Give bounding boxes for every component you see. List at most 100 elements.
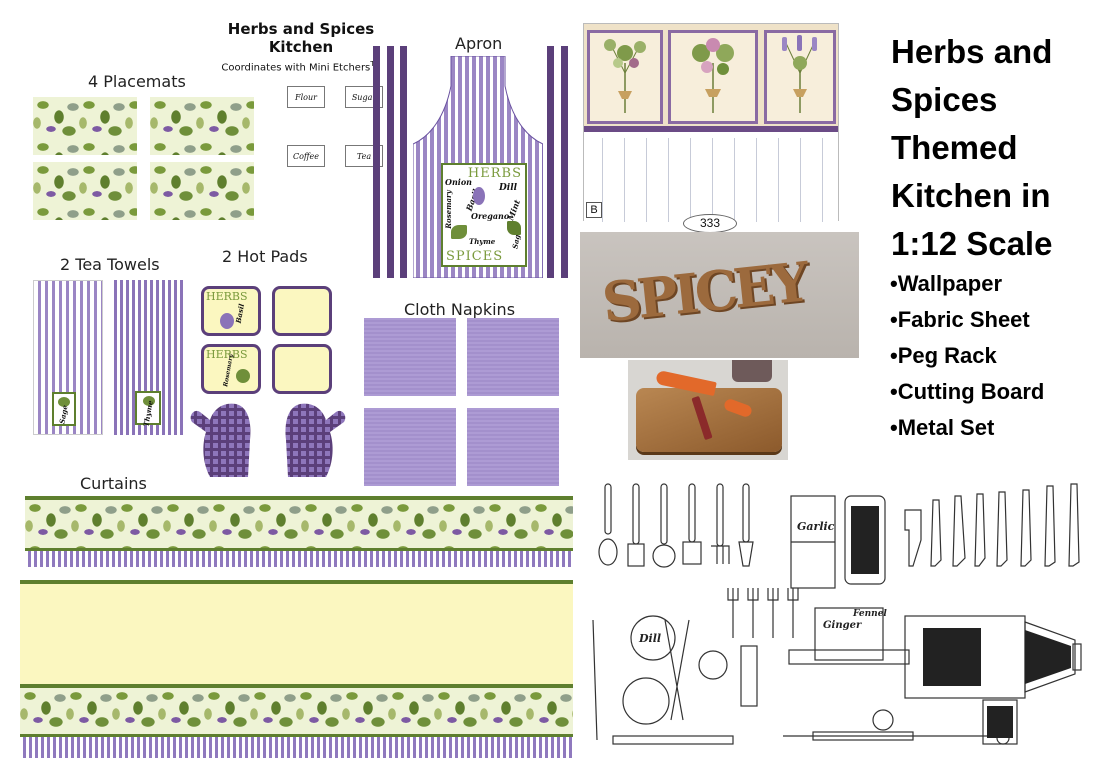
tea-towel-tag: Thyme	[135, 391, 161, 427]
curtain-stripe-band	[25, 551, 573, 567]
hot-pad-plain	[272, 286, 332, 336]
placemat	[33, 162, 137, 220]
metal-utensils-outline: Garlic Ginger Fennel	[592, 483, 1082, 745]
hot-pad-printed: HERBS Rosemary	[201, 344, 261, 394]
apron-herb-dill: Dill	[499, 183, 518, 193]
metal-set-sheet: Garlic Ginger Fennel	[583, 470, 1098, 755]
curtain-stripe-band	[20, 737, 573, 758]
placemat	[33, 97, 137, 155]
apron-herb-onion: Onion	[445, 177, 472, 187]
apron-tie	[547, 46, 554, 278]
garlic-canister-outline	[790, 495, 836, 589]
curtain-border	[25, 548, 573, 551]
apron-herb-oregano: Oregano	[471, 211, 510, 221]
wallpaper-herb-tile	[668, 30, 758, 124]
apron-tie	[373, 46, 380, 278]
apron-tie	[561, 46, 568, 278]
cutting-board-photo	[628, 360, 788, 460]
herb-leaf	[143, 396, 155, 406]
oven-mitt	[190, 403, 251, 477]
cloth-napkin	[467, 408, 559, 486]
wallpaper-herb-tile	[587, 30, 663, 124]
apron-panel-bottom-text: SPICES	[446, 249, 504, 264]
metal-label-fennel: Fennel	[852, 609, 887, 619]
grater-grid	[851, 506, 879, 574]
side-title-line: Spices	[891, 81, 998, 118]
hot-pads-label: 2 Hot Pads	[222, 247, 308, 266]
cloth-napkin	[467, 318, 559, 396]
herb-bouquet-icon	[782, 35, 817, 113]
dill-jar-outline	[630, 615, 676, 661]
curtain-border	[20, 734, 573, 737]
herb-leaf	[220, 313, 234, 329]
placemats-label: 4 Placemats	[88, 72, 186, 91]
apron-herb-rosemary: Rosemary	[443, 190, 453, 229]
feature-item: •Fabric Sheet	[890, 307, 1030, 332]
side-title-line: Themed	[891, 129, 1018, 166]
herb-leaf	[58, 397, 70, 407]
curtain-cream-band	[20, 584, 573, 684]
hot-pad-top-text: HERBS	[206, 348, 248, 361]
feature-item: •Peg Rack	[890, 343, 997, 368]
herb-bouquet-icon	[692, 38, 734, 113]
wallpaper-border-strip	[584, 24, 838, 132]
oven-mitt	[285, 403, 346, 477]
wallpaper-number-badge: 333	[683, 214, 737, 233]
hot-pad-printed: HERBS Basil	[201, 286, 261, 336]
oven-mitts	[190, 403, 346, 477]
hot-pad-herb-text: Basil	[233, 303, 247, 324]
apron-herb-leaf	[451, 225, 467, 239]
canister-label-flour: Flour	[287, 86, 325, 108]
wallpaper-vine-stripes	[584, 138, 838, 222]
placemat	[150, 162, 254, 220]
apron-tie	[387, 46, 394, 278]
canister-label-coffee: Coffee	[287, 145, 325, 167]
wallpaper-sample: B	[583, 23, 839, 222]
curtain-border	[20, 684, 573, 688]
cutting-board	[636, 388, 782, 452]
trivet-ornament	[987, 706, 1013, 738]
hot-pad-plain	[272, 344, 332, 394]
knife-set-outline	[904, 483, 1080, 567]
apron-panel-top-text: HERBS	[467, 166, 522, 181]
page-title: Herbs and Spices Kitchen	[227, 20, 375, 56]
cloth-napkin	[364, 408, 456, 486]
apron-herb-thyme: Thyme	[469, 237, 496, 246]
tea-towel: Sage	[33, 280, 103, 435]
fork-set-outline	[727, 588, 799, 638]
side-title-line: Herbs and	[891, 33, 1053, 70]
feature-item: •Wallpaper	[890, 271, 1003, 296]
curtain-herb-band	[25, 500, 573, 548]
curtain-valance	[25, 496, 573, 572]
side-title-line: Kitchen in	[891, 177, 1051, 214]
cloth-napkins-label: Cloth Napkins	[404, 300, 516, 319]
tea-towel-tag: Sage	[52, 392, 76, 426]
wallpaper-tag: B	[586, 202, 602, 218]
tea-towel-tag-text: Sage	[57, 404, 70, 425]
peg-rack-word: SPICEY	[599, 249, 809, 335]
feature-item: •Metal Set	[890, 415, 995, 440]
misc-utensils-outline	[592, 619, 1018, 745]
herb-leaf	[236, 369, 250, 383]
peg-rack-photo: SPICEY	[580, 232, 859, 358]
curtain-border	[20, 580, 573, 584]
spice-rack-outline	[788, 607, 910, 665]
feature-item: •Cutting Board	[890, 379, 1045, 404]
metal-label-garlic: Garlic	[797, 520, 835, 533]
hot-pad-top-text: HERBS	[206, 290, 248, 303]
grater-outline	[844, 495, 886, 585]
placemat	[150, 97, 254, 155]
cloth-napkin	[364, 318, 456, 396]
tea-towel: Thyme	[111, 280, 183, 435]
herb-bouquet-icon	[604, 39, 646, 113]
curtains-label: Curtains	[80, 474, 147, 493]
side-title-line: 1:12 Scale	[891, 225, 1053, 262]
metal-label-dill: Dill	[638, 632, 661, 645]
apron-herb-leaf	[473, 187, 485, 205]
curtain-herb-band	[20, 688, 573, 734]
apron-tie	[400, 46, 407, 278]
apron-label: Apron	[455, 34, 503, 53]
metal-label-ginger: Ginger	[823, 620, 862, 631]
apron-herb-leaf	[507, 221, 521, 235]
page-header: Herbs and Spices Kitchen Coordinates wit…	[196, 20, 406, 73]
